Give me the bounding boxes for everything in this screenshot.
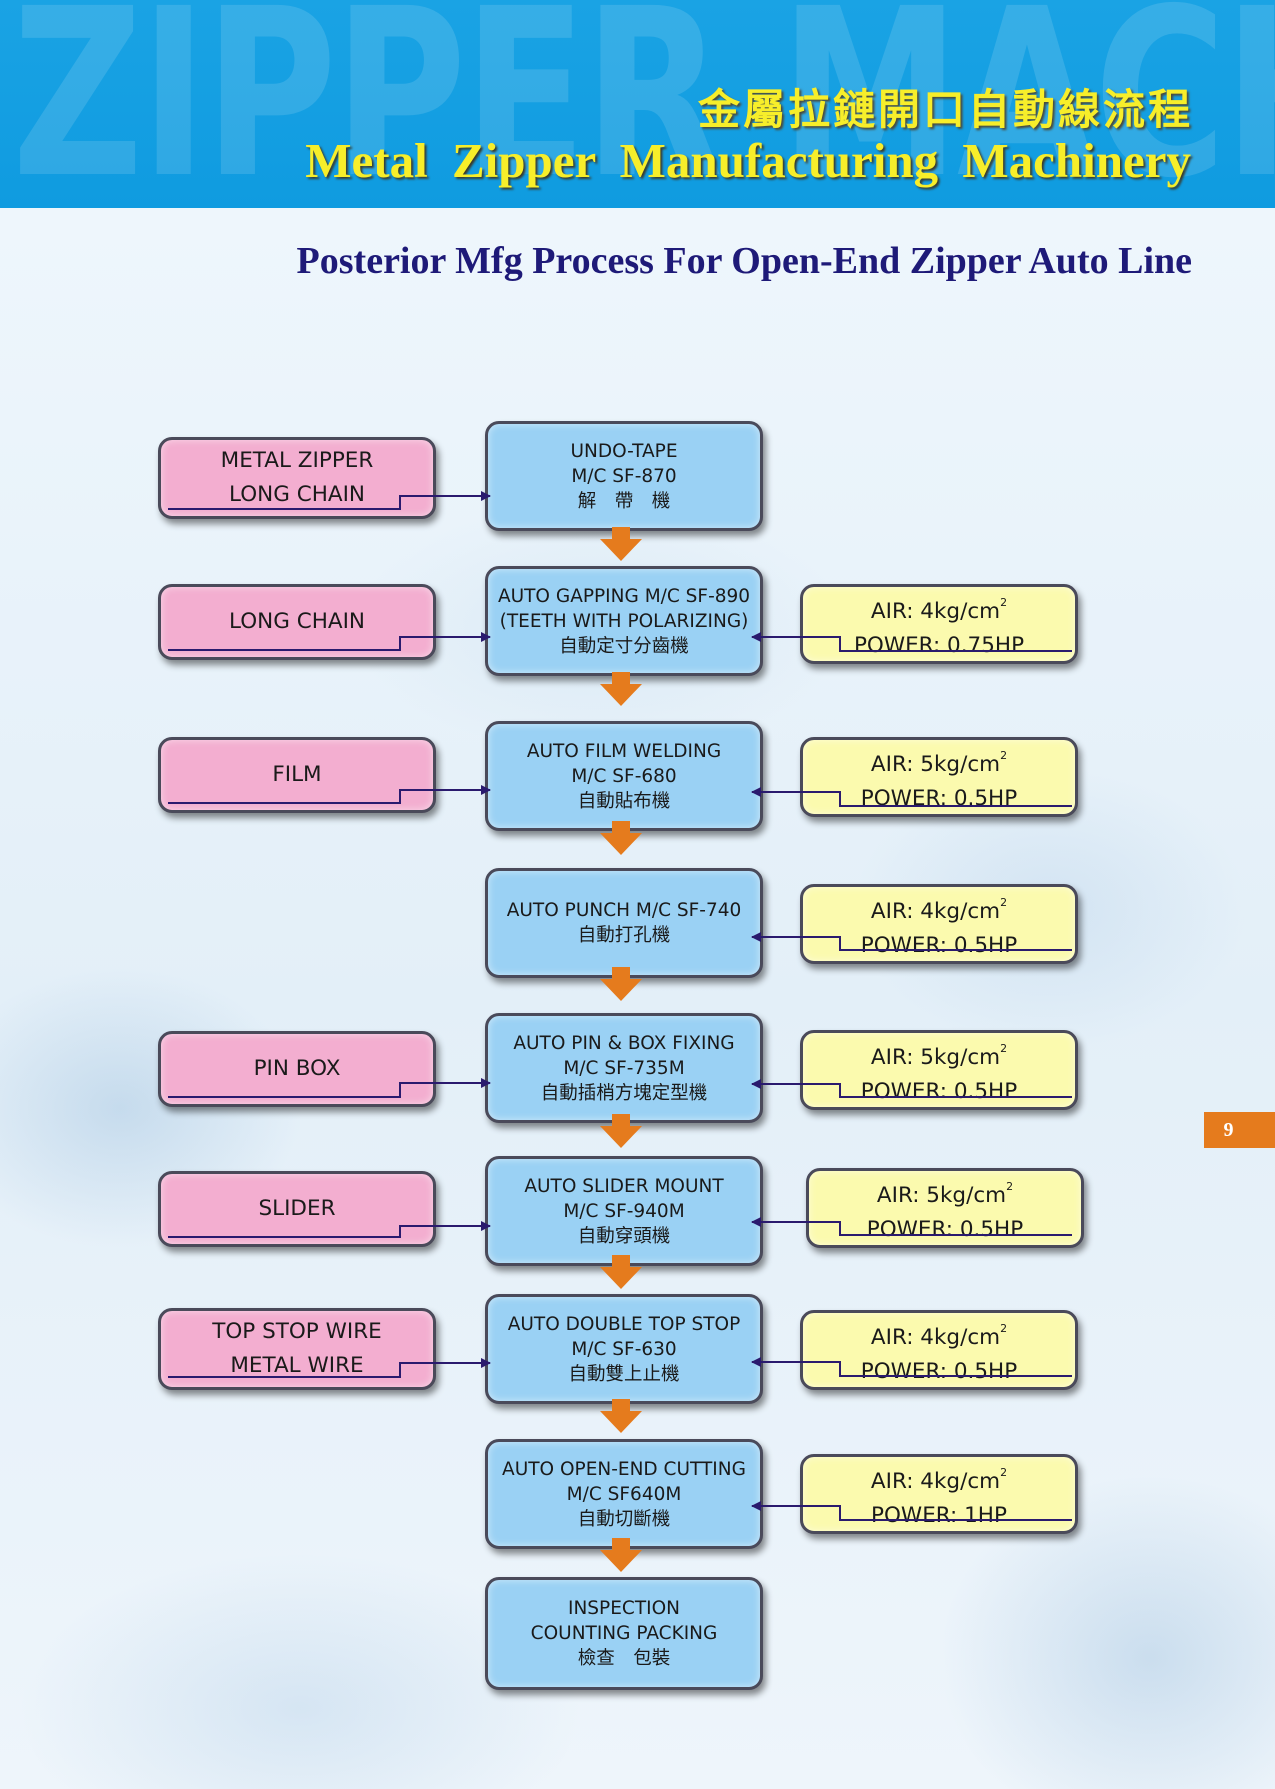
process-line: COUNTING PACKING <box>530 1623 718 1644</box>
process-line: 自動定寸分齒機 <box>559 635 689 657</box>
input-line: FILM <box>272 762 322 787</box>
input-line: SLIDER <box>258 1196 336 1221</box>
header-title-chinese: 金屬拉鏈開口自動線流程 <box>697 85 1193 134</box>
process-line: M/C SF-940M <box>563 1200 685 1222</box>
spec-air: AIR: 4kg/cm2 <box>870 1321 1008 1350</box>
process-line: M/C SF-870 <box>571 465 677 487</box>
process-line: AUTO SLIDER MOUNT <box>524 1175 724 1197</box>
page-heading: Posterior Mfg Process For Open-End Zippe… <box>296 240 1192 282</box>
process-box-open-end-cutting: AUTO OPEN-END CUTTING M/C SF640M 自動切斷機 <box>485 1439 763 1549</box>
process-box-slider-mount: AUTO SLIDER MOUNT M/C SF-940M 自動穿頭機 <box>485 1156 763 1266</box>
process-box-auto-punch: AUTO PUNCH M/C SF-740 自動打孔機 <box>485 868 763 978</box>
process-line: 檢查 包裝 <box>577 1648 671 1669</box>
process-line: AUTO PUNCH M/C SF-740 <box>506 900 742 921</box>
spec-box-auto-gapping: AIR: 4kg/cm2 POWER: 0.75HP <box>800 584 1078 664</box>
input-line: LONG CHAIN <box>228 482 366 507</box>
process-line: 自動貼布機 <box>577 790 671 812</box>
process-line: 解 帶 機 <box>577 490 671 512</box>
process-line: 自動插梢方塊定型機 <box>540 1082 708 1104</box>
process-box-film-welding: AUTO FILM WELDING M/C SF-680 自動貼布機 <box>485 721 763 831</box>
header-watermark: ZIPPER MACHINE <box>12 0 1275 208</box>
process-line: AUTO PIN & BOX FIXING <box>513 1032 735 1054</box>
process-box-double-top-stop: AUTO DOUBLE TOP STOP M/C SF-630 自動雙上止機 <box>485 1294 763 1404</box>
process-box-undo-tape: UNDO-TAPE M/C SF-870 解 帶 機 <box>485 421 763 531</box>
input-box-film: FILM <box>158 737 436 813</box>
spec-box-slider-mount: AIR: 5kg/cm2 POWER: 0.5HP <box>806 1168 1084 1248</box>
process-line: M/C SF-630 <box>571 1338 677 1360</box>
process-line: INSPECTION <box>568 1598 680 1619</box>
input-line: METAL WIRE <box>230 1353 364 1378</box>
process-line: AUTO DOUBLE TOP STOP <box>507 1313 741 1335</box>
process-line: 自動雙上止機 <box>568 1363 680 1385</box>
spec-power: POWER: 0.5HP <box>860 1358 1018 1384</box>
process-box-pin-box-fixing: AUTO PIN & BOX FIXING M/C SF-735M 自動插梢方塊… <box>485 1013 763 1123</box>
input-box-pin-box: PIN BOX <box>158 1031 436 1107</box>
spec-air: AIR: 4kg/cm2 <box>870 595 1008 624</box>
process-line: UNDO-TAPE <box>570 440 678 462</box>
process-box-auto-gapping: AUTO GAPPING M/C SF-890 (TEETH WITH POLA… <box>485 566 763 676</box>
process-line: 自動穿頭機 <box>577 1225 671 1247</box>
spec-air: AIR: 4kg/cm2 <box>870 1465 1008 1494</box>
spec-air: AIR: 5kg/cm2 <box>876 1179 1014 1208</box>
spec-power: POWER: 1HP <box>871 1502 1007 1528</box>
spec-power: POWER: 0.75HP <box>853 632 1025 658</box>
input-line: PIN BOX <box>253 1056 341 1081</box>
spec-box-film-welding: AIR: 5kg/cm2 POWER: 0.5HP <box>800 737 1078 817</box>
input-line: LONG CHAIN <box>228 609 366 634</box>
input-box-top-stop-wire: TOP STOP WIRE METAL WIRE <box>158 1308 436 1390</box>
input-box-slider: SLIDER <box>158 1171 436 1247</box>
spec-box-open-end-cutting: AIR: 4kg/cm2 POWER: 1HP <box>800 1454 1078 1534</box>
process-line: M/C SF-735M <box>563 1057 685 1079</box>
spec-power: POWER: 0.5HP <box>860 785 1018 811</box>
process-line: AUTO OPEN-END CUTTING <box>502 1458 746 1480</box>
spec-power: POWER: 0.5HP <box>866 1216 1024 1242</box>
spec-box-double-top-stop: AIR: 4kg/cm2 POWER: 0.5HP <box>800 1310 1078 1390</box>
spec-air: AIR: 4kg/cm2 <box>870 895 1008 924</box>
process-line: (TEETH WITH POLARIZING) <box>499 610 749 632</box>
input-box-metal-zipper: METAL ZIPPER LONG CHAIN <box>158 437 436 519</box>
spec-air: AIR: 5kg/cm2 <box>870 1041 1008 1070</box>
input-line: TOP STOP WIRE <box>212 1319 382 1344</box>
process-line: AUTO FILM WELDING <box>526 740 722 762</box>
input-line: METAL ZIPPER <box>220 448 374 473</box>
spec-air: AIR: 5kg/cm2 <box>870 748 1008 777</box>
process-line: M/C SF-680 <box>571 765 677 787</box>
spec-power: POWER: 0.5HP <box>860 1078 1018 1104</box>
process-line: 自動切斷機 <box>577 1508 671 1530</box>
header-title-english: Metal Zipper Manufacturing Machinery <box>305 133 1191 188</box>
input-box-long-chain: LONG CHAIN <box>158 584 436 660</box>
spec-box-auto-punch: AIR: 4kg/cm2 POWER: 0.5HP <box>800 884 1078 964</box>
process-line: 自動打孔機 <box>577 925 671 946</box>
process-line: AUTO GAPPING M/C SF-890 <box>497 585 751 607</box>
header-banner: ZIPPER MACHINE 金屬拉鏈開口自動線流程 Metal Zipper … <box>0 0 1275 208</box>
spec-power: POWER: 0.5HP <box>860 932 1018 958</box>
page-number-tab: 9 <box>1204 1112 1275 1148</box>
process-line: M/C SF640M <box>566 1483 682 1505</box>
process-box-inspection: INSPECTION COUNTING PACKING 檢查 包裝 <box>485 1577 763 1690</box>
spec-box-pin-box-fixing: AIR: 5kg/cm2 POWER: 0.5HP <box>800 1030 1078 1110</box>
